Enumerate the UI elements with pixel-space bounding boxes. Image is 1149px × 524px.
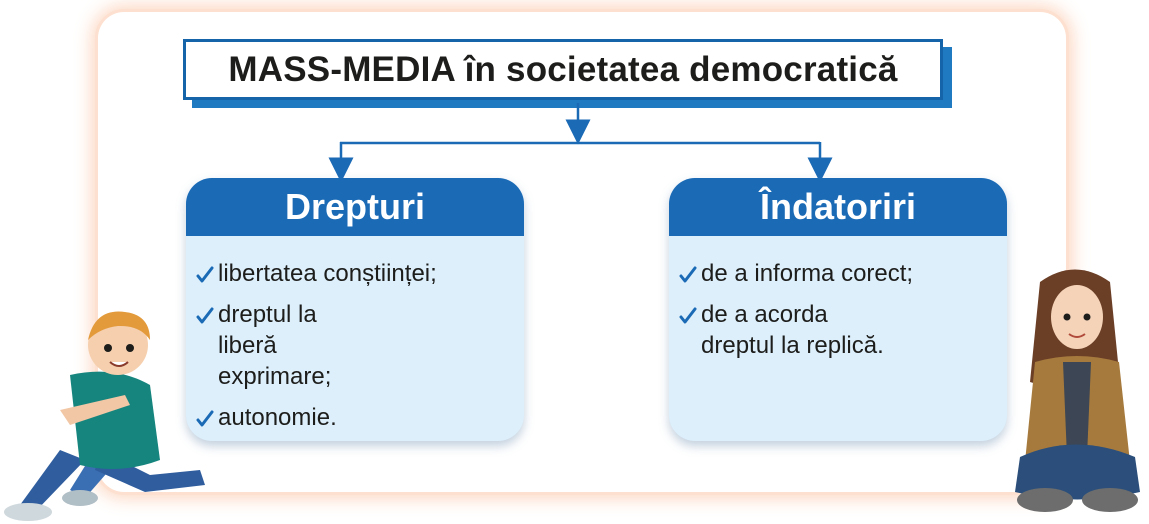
list-item: libertatea conștiinței; xyxy=(196,258,510,289)
duties-card-heading: Îndatoriri xyxy=(669,178,1007,236)
list-item-text: dreptul la liberă exprimare; xyxy=(218,301,332,390)
list-item: de a informa corect; xyxy=(679,258,993,289)
list-item: autonomie. xyxy=(196,402,510,433)
rights-card-heading: Drepturi xyxy=(186,178,524,236)
list-item-text: autonomie. xyxy=(218,404,337,431)
rights-list: libertatea conștiinței; dreptul la liber… xyxy=(196,258,510,443)
checkmark-icon xyxy=(196,307,214,324)
diagram-title-text: MASS-MEDIA în societatea democratică xyxy=(228,49,898,89)
list-item: dreptul la liberă exprimare; xyxy=(196,299,510,392)
diagram-title: MASS-MEDIA în societatea democratică xyxy=(183,39,943,100)
checkmark-icon xyxy=(679,307,697,324)
girl-illustration xyxy=(1015,269,1140,512)
checkmark-icon xyxy=(196,410,214,427)
duties-card: Îndatoriri de a informa corect; de a aco… xyxy=(669,178,1007,441)
list-item-text: de a informa corect; xyxy=(701,260,914,287)
list-item-text: de a acorda dreptul la replică. xyxy=(701,301,884,359)
checkmark-icon xyxy=(679,266,697,283)
duties-heading-text: Îndatoriri xyxy=(759,186,916,227)
list-item: de a acorda dreptul la replică. xyxy=(679,299,993,361)
duties-list: de a informa corect; de a acorda dreptul… xyxy=(679,258,993,371)
rights-card: Drepturi libertatea conștiinței; dreptul… xyxy=(186,178,524,441)
checkmark-icon xyxy=(196,266,214,283)
list-item-text: libertatea conștiinței; xyxy=(218,260,437,287)
rights-heading-text: Drepturi xyxy=(284,186,425,227)
boy-illustration xyxy=(4,311,205,521)
